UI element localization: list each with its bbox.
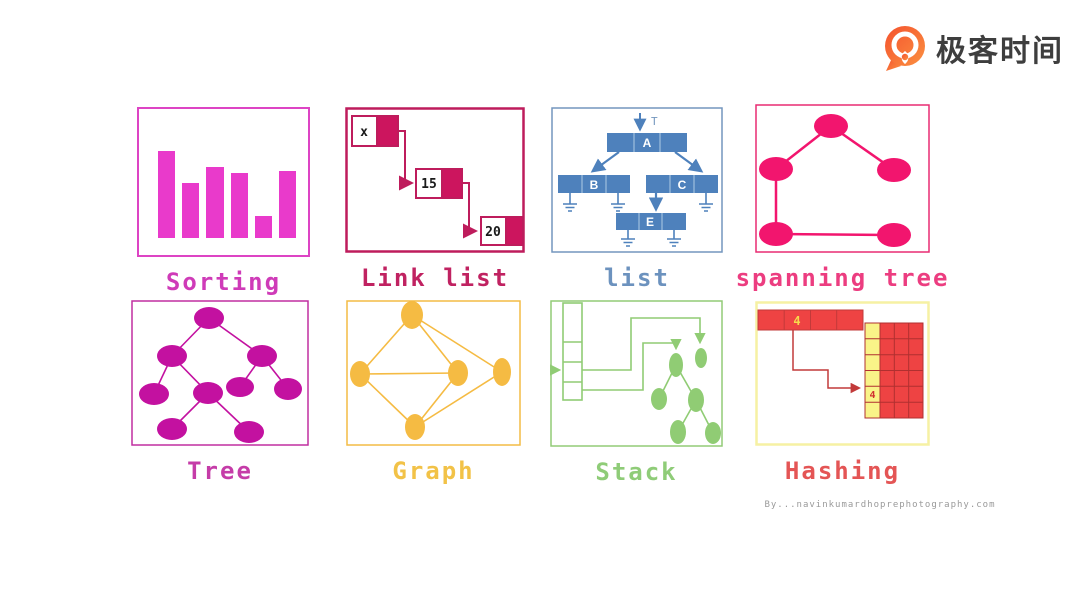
spanning-tree-label: spanning tree [735,264,950,292]
geektime-logo: 极客时间 [883,24,1064,72]
list-node-e: E [616,213,686,230]
panel-hashing: 4 4 [755,301,930,485]
list-arrow-a-c [674,151,704,173]
list-ground-symbols [563,193,713,247]
link-list-node2-pointer [441,168,463,199]
hashing-diagram: 4 4 [755,301,930,446]
hashing-arrow [792,330,862,394]
stack-drawing [550,300,723,447]
stack-label: Stack [595,458,678,486]
attribution-text: By...navinkumardhoprephotography.com [764,500,996,510]
list-node-b-value: B [590,178,599,192]
hashing-label: Hashing [784,457,901,485]
panel-link-list: x 15 20 Link list [345,107,525,292]
sorting-bar [278,171,297,238]
stack-tree-nodes [651,348,721,444]
panel-sorting: Sorting [137,107,310,296]
hashing-key-value: 4 [793,314,800,328]
link-list-node1-pointer [376,115,399,147]
tree-border [131,300,309,446]
link-list-diagram: x 15 20 [345,107,525,253]
link-list-node2-cell [415,168,443,199]
sorting-bar-chart [158,135,297,238]
link-list-node2-value: 15 [421,177,437,192]
graph-label: Graph [392,457,475,485]
link-list-node3-pointer [505,216,524,246]
stack-border [550,300,723,447]
graph-drawing [346,300,521,446]
hashing-border [755,301,930,446]
sorting-bar [158,151,176,238]
geektime-logo-icon [883,24,927,72]
panel-graph: Graph [346,300,521,485]
hashing-bucket-value: 4 [869,390,875,401]
hashing-table: 4 [864,322,924,419]
tree-label: Tree [187,457,253,485]
link-list-border [345,107,525,253]
link-list-node1-cell [351,115,378,147]
spanning-tree-nodes [759,114,911,247]
hashing-key-array: 4 [757,309,864,331]
link-list-arrow2 [462,182,478,239]
panel-spanning-tree: spanning tree [736,104,947,292]
list-diagram: T A B [551,107,723,253]
sorting-diagram [137,107,310,257]
sorting-bar [230,173,248,238]
stack-cells [562,302,583,401]
tree-drawing [131,300,309,446]
hashing-drawing: 4 4 [755,301,930,446]
panel-stack: Stack [550,300,723,486]
sorting-bar [254,216,272,238]
list-drawing: T A B [551,107,723,253]
link-list-drawing: x 15 20 [345,107,525,253]
list-label: list [604,264,670,292]
sorting-bar [206,166,224,238]
sorting-label: Sorting [165,268,282,296]
list-node-e-value: E [646,215,654,229]
stack-diagram [550,300,723,447]
panel-tree: Tree [131,300,309,485]
link-list-node1-value: x [360,125,368,140]
list-node-c: C [646,175,718,193]
link-list-node3-value: 20 [485,225,501,240]
graph-edges [359,314,503,428]
spanning-tree-border [755,104,930,253]
list-arrow-a-b [590,151,620,173]
list-node-b: B [558,175,630,193]
graph-border [346,300,521,446]
list-node-c-value: C [678,178,687,192]
stack-tree-edges [658,364,714,434]
tree-diagram [131,300,309,446]
geektime-logo-text: 极客时间 [936,35,1064,68]
list-node-a: A [607,133,687,152]
list-border [551,107,723,253]
graph-diagram [346,300,521,446]
spanning-tree-diagram [755,104,930,253]
sorting-bar [182,183,200,238]
spanning-tree-drawing [755,104,930,253]
spanning-tree-edges [774,124,895,237]
stack-pointer-path-1 [582,317,706,371]
list-pointer-label: T [651,115,658,128]
panel-list: T A B [551,107,723,292]
graph-nodes [350,301,511,440]
link-list-arrow1 [398,130,414,191]
link-list-label: Link list [360,264,510,292]
stack-pointer-path-2 [582,339,682,391]
tree-nodes [139,307,302,443]
list-node-a-value: A [643,136,652,150]
tree-edges [153,317,289,433]
